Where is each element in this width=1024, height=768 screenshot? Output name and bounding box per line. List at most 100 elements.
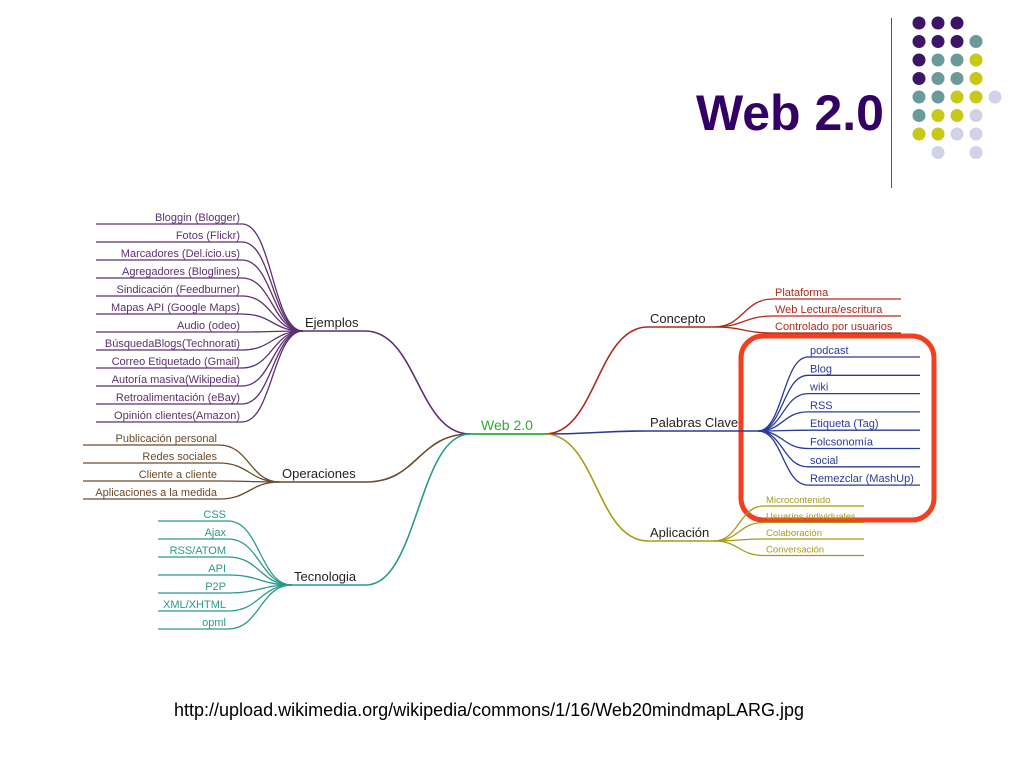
leaf-label: Sindicación (Feedburner) xyxy=(116,284,240,296)
decorative-dot xyxy=(950,127,964,141)
decorative-dot xyxy=(950,72,964,85)
decorative-dot xyxy=(969,53,983,67)
decorative-dot xyxy=(969,127,983,141)
leaf-label: Audio (odeo) xyxy=(177,320,240,332)
leaf-connector xyxy=(241,277,304,332)
decorative-dot xyxy=(950,90,964,104)
leaf-label: Opinión clientes(Amazon) xyxy=(114,410,240,422)
leaf-label: Correo Etiquetado (Gmail) xyxy=(112,356,240,368)
decorative-dot xyxy=(950,53,964,67)
connector-line xyxy=(544,433,649,542)
leaf-connector xyxy=(757,356,809,432)
leaf-connector xyxy=(757,429,809,432)
connector-line xyxy=(365,433,471,586)
web20-mindmap: Ejemplos Bloggin (Blogger) Fotos (Flickr) M… xyxy=(83,212,937,630)
leaf-connector xyxy=(713,540,765,557)
leaf-label: social xyxy=(810,455,838,467)
connector-line xyxy=(364,330,471,435)
branch-label: Concepto xyxy=(650,311,706,326)
decorative-dot-grid xyxy=(912,16,1002,159)
branch-label: Ejemplos xyxy=(305,315,359,330)
leaf-label: Aplicaciones a la medida xyxy=(95,487,218,499)
decorative-dot xyxy=(912,127,926,141)
leaf-label: RSS xyxy=(810,400,833,412)
leaf-label: Usuarios individuales xyxy=(766,512,856,523)
leaf-connector xyxy=(757,430,809,468)
leaf-label: Retroalimentación (eBay) xyxy=(116,392,240,404)
branch-label: Tecnologia xyxy=(294,569,357,584)
decorative-dot xyxy=(969,109,983,122)
decorative-dot xyxy=(912,16,926,30)
leaf-label: Folcsonomía xyxy=(810,437,874,449)
leaf-label: Ajax xyxy=(205,527,227,539)
leaf-label: Remezclar (MashUp) xyxy=(810,473,914,485)
leaf-connector xyxy=(241,223,304,332)
decorative-dot xyxy=(931,16,945,30)
leaf-label: Blog xyxy=(810,363,832,375)
leaf-connector xyxy=(713,521,765,542)
leaf-label: Colaboración xyxy=(766,528,822,539)
leaf-connector xyxy=(241,330,304,405)
decorative-dot xyxy=(912,72,926,85)
branch-label: Operaciones xyxy=(282,466,356,481)
leaf-connector xyxy=(218,462,281,483)
leaf-label: BúsquedaBlogs(Technorati) xyxy=(105,338,240,350)
leaf-label: RSS/ATOM xyxy=(170,545,226,557)
leaf-label: Mapas API (Google Maps) xyxy=(111,302,240,314)
leaf-connector xyxy=(757,430,809,486)
leaf-label: Autoría masiva(Wikipedia) xyxy=(112,374,240,386)
highlight-box xyxy=(738,333,937,523)
connector-line xyxy=(365,433,471,483)
decorative-dot xyxy=(969,146,983,159)
leaf-label: Redes sociales xyxy=(142,451,217,463)
leaf-label: Microcontenido xyxy=(766,495,830,506)
decorative-dot xyxy=(931,53,945,67)
leaf-label: Fotos (Flickr) xyxy=(176,230,240,242)
leaf-label: Controlado por usuarios xyxy=(775,321,893,333)
decorative-dot xyxy=(931,127,945,141)
decorative-dot xyxy=(912,35,926,48)
leaf-label: API xyxy=(208,563,226,575)
leaf-label: wiki xyxy=(809,382,828,394)
leaf-connector xyxy=(241,330,304,423)
leaf-connector xyxy=(713,326,774,334)
leaf-connector xyxy=(713,298,774,328)
decorative-dot xyxy=(931,109,945,122)
leaf-label: Bloggin (Blogger) xyxy=(155,212,240,224)
decorative-dot xyxy=(950,16,964,30)
leaf-connector xyxy=(227,584,293,630)
branch-label: Palabras Clave xyxy=(650,415,738,430)
leaf-connector xyxy=(241,259,304,332)
center-node: Web 2.0 xyxy=(470,417,545,435)
leaf-label: podcast xyxy=(810,345,849,357)
leaf-label: Etiqueta (Tag) xyxy=(810,418,878,430)
decorative-dot xyxy=(931,72,945,85)
branch-label: Aplicación xyxy=(650,525,709,540)
branch-ejemplos: Ejemplos Bloggin (Blogger) Fotos (Flickr) M… xyxy=(96,212,471,435)
branch-tecnologia: TecnologiaCSSAjaxRSS/ATOMAPIP2PXML/XHTML… xyxy=(158,433,471,630)
decorative-dot xyxy=(969,90,983,104)
decorative-dot xyxy=(950,109,964,122)
center-label: Web 2.0 xyxy=(481,417,533,433)
decorative-dot xyxy=(988,90,1002,104)
leaf-label: Marcadores (Del.icio.us) xyxy=(121,248,240,260)
decorative-dot xyxy=(912,53,926,67)
leaf-label: Web Lectura/escritura xyxy=(775,304,883,316)
connector-line xyxy=(544,430,649,435)
slide-title: Web 2.0 xyxy=(695,85,884,141)
leaf-connector xyxy=(227,538,293,586)
decorative-dot xyxy=(931,90,945,104)
leaf-connector xyxy=(241,241,304,332)
source-url: http://upload.wikimedia.org/wikipedia/co… xyxy=(174,700,804,720)
leaf-connector xyxy=(218,481,281,500)
leaf-label: Plataforma xyxy=(775,287,829,299)
leaf-connector xyxy=(757,374,809,432)
connector-line xyxy=(544,326,649,435)
decorative-dot xyxy=(931,35,945,48)
leaf-label: Agregadores (Bloglines) xyxy=(122,266,240,278)
leaf-connector xyxy=(227,520,293,586)
